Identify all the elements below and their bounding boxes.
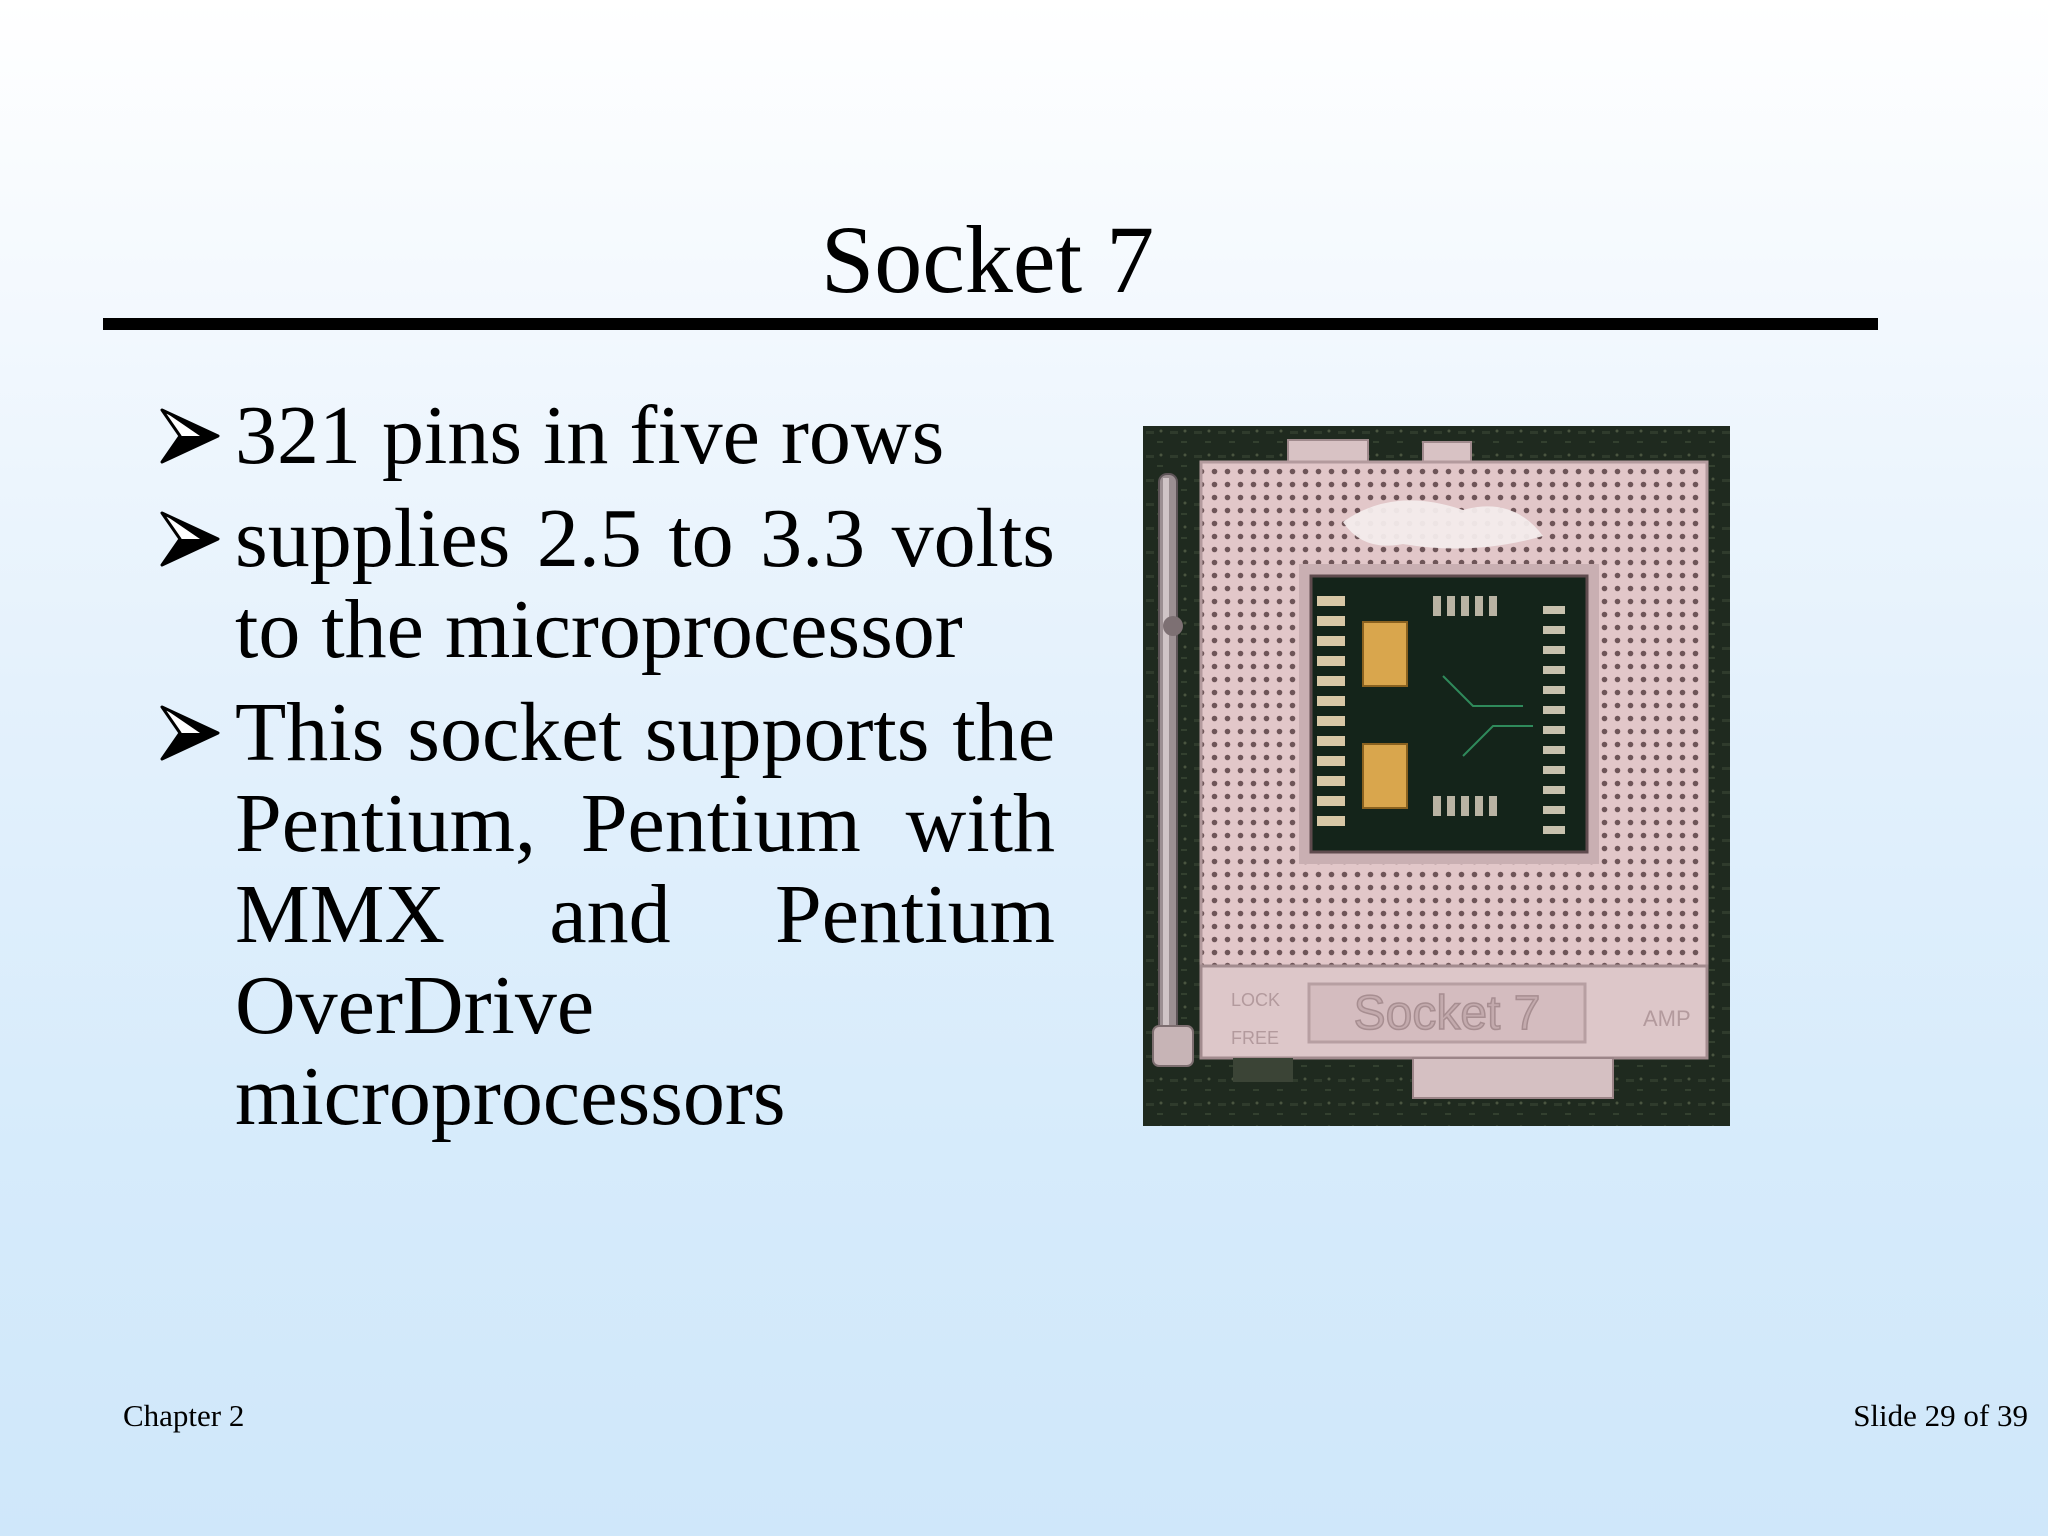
bullet-text: This socket supports the Pentium, Pentiu… (235, 686, 1055, 1143)
socket-7-photo: Socket 7 LOCK FREE AMP (1143, 426, 1730, 1126)
bullet-list: 321 pins in five rows supplies 2.5 to 3.… (160, 390, 1055, 1154)
footer-chapter: Chapter 2 (123, 1398, 245, 1433)
bullet-item: This socket supports the Pentium, Pentiu… (160, 687, 1055, 1142)
title-underline (103, 318, 1878, 330)
slide-title: Socket 7 (820, 206, 1155, 313)
amp-brand-text: AMP (1643, 1006, 1691, 1031)
bullet-text: 321 pins in five rows (235, 389, 945, 482)
bullet-item: supplies 2.5 to 3.3 volts to the micropr… (160, 493, 1055, 675)
footer-slide-number: Slide 29 of 39 (1853, 1398, 2028, 1433)
bullet-item: 321 pins in five rows (160, 390, 1055, 481)
arrowhead-bullet-icon (160, 705, 220, 761)
arrowhead-bullet-icon (160, 408, 220, 464)
bullet-text: supplies 2.5 to 3.3 volts to the micropr… (235, 492, 1055, 676)
socket-label-text: Socket 7 (1354, 987, 1541, 1040)
free-text: FREE (1231, 1028, 1279, 1048)
arrowhead-bullet-icon (160, 511, 220, 567)
lock-text: LOCK (1231, 990, 1280, 1010)
